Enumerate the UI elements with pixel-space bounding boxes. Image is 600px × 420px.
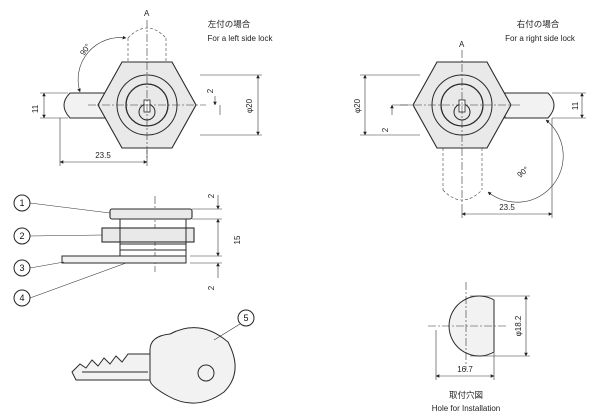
side-dim-bottom: 2 [207, 285, 216, 290]
left-angle-arc [77, 35, 127, 93]
right-title-en: For a right side lock [505, 34, 576, 43]
leader-2 [29, 234, 103, 237]
side-dim-top: 2 [207, 193, 216, 198]
key-bow [149, 327, 236, 404]
right-dim-phi: φ20 [353, 98, 362, 113]
left-dim-2: 2 [206, 88, 215, 93]
key-view: 5 [71, 309, 255, 404]
callout-1 [13, 194, 31, 212]
hole-title-jp: 取付穴図 [449, 390, 483, 401]
leader-3 [29, 261, 65, 269]
leader-4 [29, 262, 127, 299]
right-dim-2: 2 [381, 127, 390, 132]
right-dim-11: 11 [571, 101, 580, 110]
callout-2 [13, 227, 31, 245]
key-blade [71, 353, 151, 381]
leader-5 [213, 323, 241, 341]
right-angle-arc [487, 119, 564, 203]
callout-4 [13, 289, 31, 307]
left-title-en: For a left side lock [208, 34, 274, 43]
hole-dim-width: 16.7 [457, 365, 473, 374]
left-label-a: A [144, 9, 150, 18]
callout-4-text: 4 [19, 293, 24, 303]
left-dim-phi: φ20 [245, 98, 254, 113]
left-cam-arm [63, 92, 113, 119]
side-view: 2 15 2 1 2 3 4 [13, 193, 242, 307]
right-title-jp: 右付の場合 [517, 19, 560, 30]
left-dim-11: 11 [31, 104, 40, 113]
right-cam-arm [504, 92, 555, 119]
callout-2-text: 2 [19, 231, 24, 241]
hole-dim-phi: φ18.2 [514, 315, 523, 336]
side-face [109, 208, 193, 220]
left-dim-235: 23.5 [95, 151, 111, 160]
leader-1 [29, 202, 111, 214]
callout-3 [13, 259, 31, 277]
right-dim-235: 23.5 [499, 203, 515, 212]
side-cam [61, 255, 187, 264]
right-angle-label: 90° [516, 165, 531, 180]
left-lock-view: 90° A 11 23.5 2 φ20 左付の場合 For a left sid… [31, 9, 273, 166]
callout-1-text: 1 [19, 198, 24, 208]
hole-title-en: Hole for Installation [432, 404, 500, 413]
left-angle-label: 90° [78, 42, 92, 57]
callout-3-text: 3 [19, 263, 24, 273]
right-lock-view: A 90° φ20 2 11 23.5 右付の場合 For a right si… [353, 19, 586, 218]
hole-view: 16.7 φ18.2 取付穴図 Hole for Installation [428, 282, 530, 413]
right-label-a: A [459, 40, 465, 49]
right-cam-down [442, 148, 483, 201]
side-hex [101, 227, 195, 243]
key-hole [197, 364, 215, 382]
callout-5-text: 5 [243, 313, 248, 323]
side-dim-total: 15 [233, 235, 242, 244]
left-title-jp: 左付の場合 [208, 19, 251, 30]
callout-5 [237, 309, 255, 327]
